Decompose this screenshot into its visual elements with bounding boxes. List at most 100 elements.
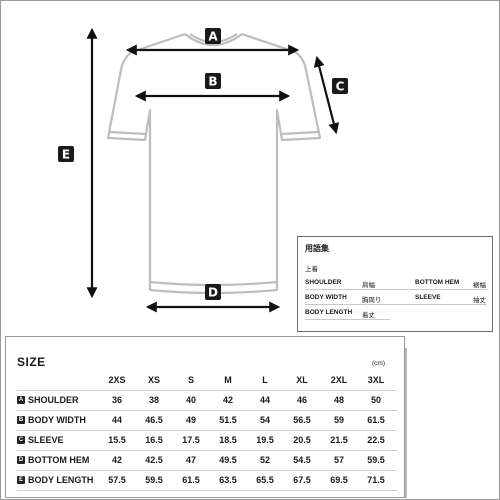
glossary-title: 用語集 [305,244,329,253]
table-cell: 61.5 [182,475,200,485]
size-header: XL [296,375,308,385]
table-cell: 44 [111,415,122,425]
glossary-translation: 胸周り [362,297,382,304]
measurement-tag: A [17,396,25,404]
badge-e: E [58,146,74,162]
table-cell: 65.5 [256,475,274,485]
badge-b: B [205,73,221,89]
unit-label: (cm) [372,360,385,367]
table-cell: 42 [111,455,122,465]
measurement-tag: E [17,476,25,484]
size-header: L [262,375,268,385]
glossary-translation: 肩幅 [362,282,375,289]
table-shadow [405,348,407,498]
table-cell: 36 [111,395,122,405]
table-cell: 42.5 [145,455,163,465]
measurement-name: SHOULDER [28,395,79,405]
divider [17,490,397,491]
table-cell: 51.5 [219,415,237,425]
measurement-name: BODY WIDTH [28,415,86,425]
table-cell: 15.5 [108,435,126,445]
glossary-subtitle: 上着 [305,266,318,273]
svg-text:C: C [336,80,345,94]
measurement-name: BODY LENGTH [28,475,94,485]
divider [305,289,487,290]
glossary-translation: 着丈 [362,312,375,319]
badge-d: D [205,284,221,300]
table-cell: 46 [296,395,307,405]
svg-text:A: A [208,30,218,44]
svg-text:B: B [208,75,217,89]
table-cell: 69.5 [330,475,348,485]
size-header: 2XL [330,375,348,385]
badge-a: A [205,28,221,44]
table-cell: 46.5 [145,415,163,425]
glossary-term: BODY LENGTH [305,309,353,316]
size-table-title: SIZE [17,355,46,369]
table-cell: 71.5 [367,475,385,485]
table-cell: 42 [222,395,233,405]
table-cell: 59 [333,415,344,425]
table-cell: 17.5 [182,435,200,445]
glossary-term: BODY WIDTH [305,294,347,301]
divider [305,304,487,305]
svg-text:D: D [208,286,218,300]
glossary-translation: 袖丈 [473,297,486,304]
measurement-tag: C [17,436,25,444]
table-cell: 47 [185,455,196,465]
arrow-sleeve [313,55,340,135]
badge-c: C [332,78,348,94]
table-cell: 49.5 [219,455,237,465]
table-cell: 52 [259,455,270,465]
table-cell: 44 [259,395,270,405]
tshirt-outline [106,32,322,295]
table-cell: 40 [185,395,196,405]
table-cell: 59.5 [145,475,163,485]
table-cell: 67.5 [293,475,311,485]
size-header: 2XS [108,375,126,385]
glossary-translation: 裾幅 [473,282,486,289]
table-cell: 19.5 [256,435,274,445]
table-cell: 63.5 [219,475,237,485]
size-header: M [224,375,232,385]
measurement-tag: D [17,456,25,464]
divider [305,319,390,320]
table-cell: 50 [370,395,381,405]
table-cell: 56.5 [293,415,311,425]
table-cell: 57.5 [108,475,126,485]
size-header: XS [147,375,160,385]
tshirt-diagram: A B C D E [58,27,348,313]
table-cell: 57 [333,455,344,465]
table-cell: 59.5 [367,455,385,465]
divider [17,430,397,431]
table-cell: 54.5 [293,455,311,465]
table-cell: 48 [333,395,344,405]
svg-text:E: E [62,148,70,162]
divider [17,390,397,391]
glossary-term: BOTTOM HEM [415,279,460,286]
measurement-arrows [86,27,340,313]
size-header: S [187,375,194,385]
divider [17,410,397,411]
table-cell: 61.5 [367,415,385,425]
table-cell: 54 [259,415,270,425]
measurement-name: SLEEVE [28,435,64,445]
size-header: 3XL [367,375,385,385]
divider [17,450,397,451]
measurement-tag: B [17,416,25,424]
glossary-term: SHOULDER [305,279,342,286]
table-cell: 22.5 [367,435,385,445]
table-cell: 18.5 [219,435,237,445]
table-cell: 38 [148,395,159,405]
table-cell: 20.5 [293,435,311,445]
table-cell: 21.5 [330,435,348,445]
table-cell: 49 [185,415,196,425]
table-cell: 16.5 [145,435,163,445]
glossary-box: 用語集 上着 SHOULDER 肩幅 BOTTOM HEM 裾幅 BODY WI… [297,236,493,332]
